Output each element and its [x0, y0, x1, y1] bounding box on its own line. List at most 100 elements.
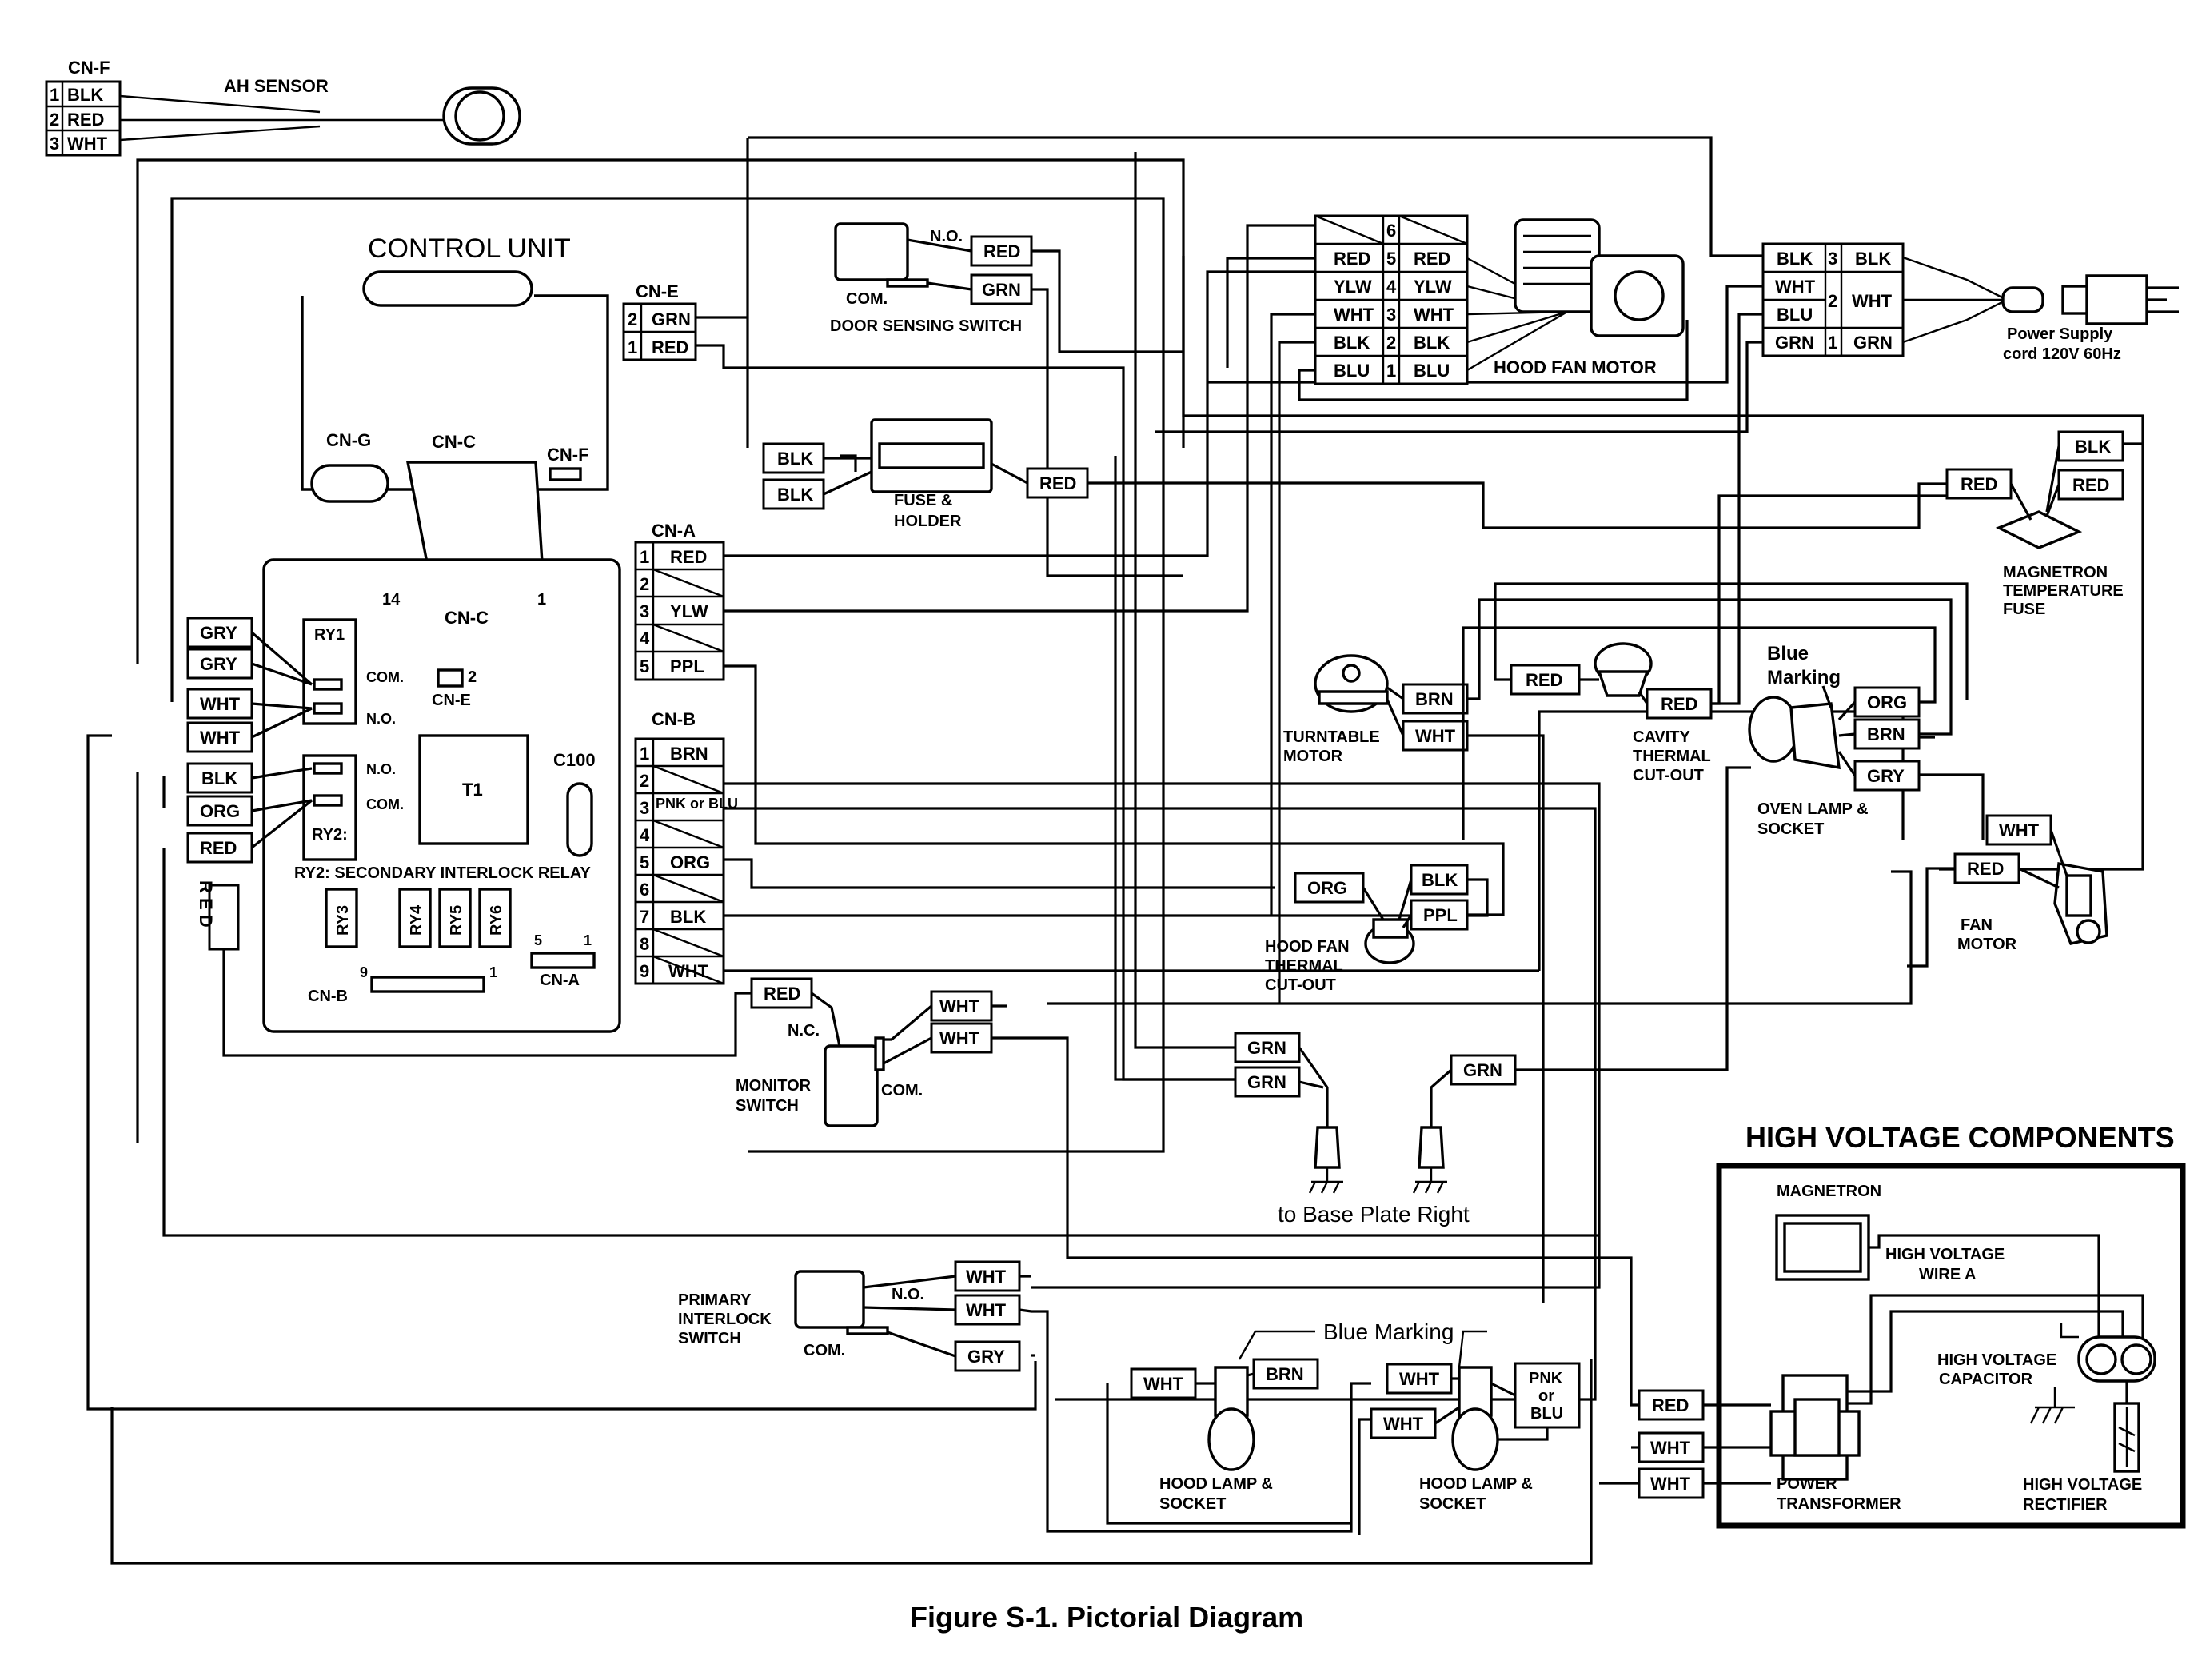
hood-fan-motor-connector: 6 5 4 3 2 1 RED YLW WHT BLK BLU RED YLW …	[1226, 214, 1689, 1004]
cn-e-wire: GRN	[652, 309, 691, 329]
cavity-wire: RED	[1661, 694, 1697, 714]
ry6-label: RY6	[488, 905, 505, 936]
door-sensing-switch-label: DOOR SENSING SWITCH	[830, 317, 1022, 335]
cn-b-pin: 2	[640, 771, 649, 791]
hv-wire-label-2: WIRE A	[1919, 1266, 1976, 1283]
hood-fan-pin: 2	[1386, 333, 1396, 353]
control-unit-title: CONTROL UNIT	[368, 233, 571, 264]
power-right-wire: BLK	[1855, 249, 1891, 269]
hood-fan-pin: 4	[1386, 277, 1397, 297]
cn-a-wire: PPL	[670, 656, 704, 676]
side-wire-label: WHT	[200, 728, 241, 748]
cn-c-label-top: CN-C	[432, 432, 476, 452]
mag-fuse-label-1: MAGNETRON	[2003, 564, 2108, 581]
hv-cap-label-1: HIGH VOLTAGE	[1937, 1351, 2056, 1369]
cn-c-label: CN-C	[445, 608, 489, 628]
cn-b-pin: 3	[640, 798, 649, 818]
cn-a-pin: 5	[640, 656, 649, 676]
ry1-com: COM.	[366, 669, 404, 685]
cn-e-pin: 1	[628, 337, 637, 357]
side-wire-label: WHT	[200, 694, 241, 714]
primary-wire: GRY	[967, 1347, 1005, 1367]
ry2-no: N.O.	[366, 761, 396, 777]
door-wire-label: RED	[983, 241, 1020, 261]
door-no-label: N.O.	[930, 228, 963, 245]
cavity-label-2: THERMAL	[1633, 748, 1711, 765]
mag-fuse-label-2: TEMPERATURE	[2003, 582, 2124, 600]
ry2-label: RY2:	[312, 826, 348, 844]
cn-f-wire: WHT	[67, 134, 108, 154]
cn-a-pin: 4	[640, 629, 650, 648]
hood-fan-pin: 1	[1386, 361, 1396, 381]
hood-lamp-wire: PNK	[1529, 1370, 1563, 1387]
cn-b-pin: 8	[640, 934, 649, 954]
transformer-wire: WHT	[1650, 1474, 1691, 1494]
primary-no-label: N.O.	[892, 1286, 924, 1303]
cavity-label-3: CUT-OUT	[1633, 767, 1704, 784]
cn-a-label: CN-A	[652, 521, 696, 541]
turntable-label-1: TURNTABLE	[1283, 728, 1380, 746]
cn-f-pin: 3	[50, 134, 59, 154]
cn-b-pin: 1	[640, 744, 649, 764]
hood-lamp-right-label-2: SOCKET	[1419, 1495, 1486, 1513]
fan-motor: WHT RED FAN MOTOR	[1907, 814, 2108, 968]
hood-fan-right-wire: YLW	[1414, 277, 1452, 297]
mag-fuse-wire: RED	[2072, 475, 2109, 495]
power-transformer-label-2: TRANSFORMER	[1777, 1495, 1901, 1513]
ah-sensor-icon	[442, 86, 521, 146]
cn-b-wire: WHT	[668, 961, 709, 981]
oven-lamp-label-1: OVEN LAMP &	[1757, 800, 1869, 818]
fuse-label-2: HOLDER	[894, 513, 962, 530]
hood-lamp-wire: or	[1538, 1387, 1554, 1405]
cn-b-pin: 6	[640, 880, 649, 900]
door-sensing-switch: N.O. COM. RED GRN DOOR SENSING SWITCH	[830, 222, 1033, 335]
magnetron-label: MAGNETRON	[1777, 1183, 1881, 1200]
cn-a-connector: CN-A 1 2 3 4 5 RED YLW PPL	[634, 521, 725, 681]
monitor-nc-label: N.C.	[788, 1022, 820, 1040]
oven-lamp-wire: ORG	[1867, 692, 1907, 712]
power-left-wire: BLU	[1777, 305, 1813, 325]
ry1-label: RY1	[314, 626, 345, 644]
cn-a-pin: 2	[640, 574, 649, 594]
cavity-label-1: CAVITY	[1633, 728, 1691, 746]
hood-lamp-wire: WHT	[1383, 1414, 1424, 1434]
power-cord-label-1: Power Supply	[2007, 325, 2113, 343]
cn-a-wire: YLW	[670, 601, 708, 621]
hv-components-title: HIGH VOLTAGE COMPONENTS	[1745, 1121, 2175, 1154]
monitor-label-2: SWITCH	[736, 1097, 799, 1115]
fan-motor-wire: WHT	[1999, 820, 2040, 840]
monitor-switch: RED WHT WHT N.C. COM. MONITOR SWITCH	[736, 977, 993, 1127]
cn-b-board-pin9: 9	[360, 964, 368, 980]
side-wire-label: GRY	[200, 654, 237, 674]
magnetron-temp-fuse: RED BLK RED MAGNETRON TEMPERATURE FUSE	[1945, 430, 2124, 618]
cn-e-pin: 2	[628, 309, 637, 329]
cn-g-label: CN-G	[326, 430, 371, 450]
cn-f-wire: RED	[67, 110, 104, 130]
hood-fan-left-wire: WHT	[1334, 305, 1374, 325]
cn-e-board-label: CN-E	[432, 692, 471, 709]
oven-lamp-socket: Blue Marking ORG BRN GRY OVEN LAMP & SOC…	[1462, 626, 1953, 840]
primary-wire: WHT	[966, 1267, 1007, 1287]
monitor-wire: WHT	[939, 996, 980, 1016]
hood-fan-motor-icon	[1514, 218, 1685, 337]
monitor-com-label: COM.	[881, 1082, 923, 1099]
cn-b-label: CN-B	[652, 709, 696, 729]
hood-thermal-wire: BLK	[1422, 870, 1458, 890]
hood-fan-left-wire: YLW	[1334, 277, 1372, 297]
hood-fan-left-wire: RED	[1334, 249, 1370, 269]
t1-label: T1	[462, 780, 483, 800]
mag-fuse-wire: RED	[1961, 474, 1997, 494]
cn-b-pin: 5	[640, 852, 649, 872]
cn-b-wire: BRN	[670, 744, 708, 764]
hood-fan-thermal-cutout: ORG BLK PPL HOOD FAN THERMAL CUT-OUT	[1265, 864, 1469, 994]
power-right-wire: WHT	[1852, 291, 1893, 311]
door-com-label: COM.	[846, 290, 888, 308]
ry2-com: COM.	[366, 796, 404, 812]
hood-fan-pin: 5	[1386, 249, 1396, 269]
turntable-motor: BRN WHT TURNTABLE MOTOR	[1283, 654, 1469, 765]
cn-e-label: CN-E	[636, 281, 679, 301]
hood-thermal-wire: ORG	[1307, 878, 1347, 898]
hood-fan-left-wire: BLU	[1334, 361, 1370, 381]
red-vertical-label: R E D	[196, 880, 216, 928]
cn-a-board-label: CN-A	[540, 972, 580, 989]
